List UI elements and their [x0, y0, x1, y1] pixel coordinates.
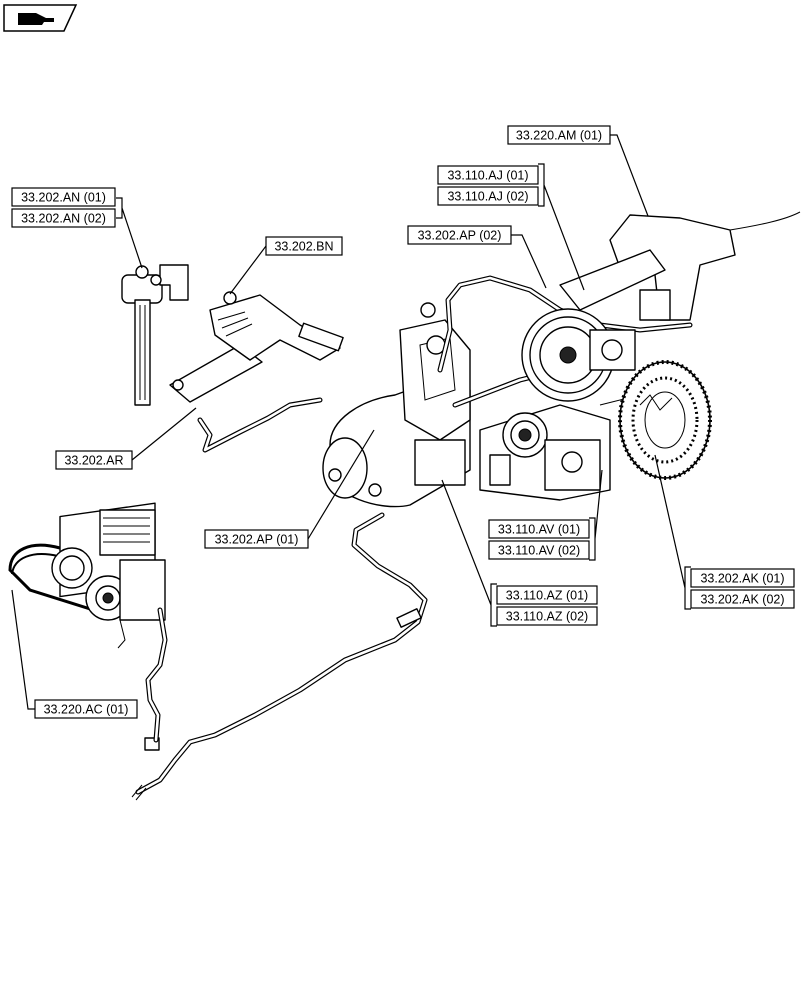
- callout-33-202-an-02[interactable]: 33.202.AN (02): [11, 208, 116, 228]
- svg-text:33.110.AJ (02): 33.110.AJ (02): [447, 190, 528, 204]
- svg-text:33.202.AP (02): 33.202.AP (02): [418, 229, 502, 243]
- leader-33-110-az: [441, 479, 497, 627]
- svg-text:33.220.AC (01): 33.220.AC (01): [44, 703, 129, 717]
- pointing-hand-icon[interactable]: [3, 4, 78, 32]
- callout-33-220-ac-01[interactable]: 33.220.AC (01): [34, 699, 138, 719]
- brake-disc: [618, 360, 712, 480]
- svg-text:33.202.AR: 33.202.AR: [64, 454, 123, 468]
- callout-33-220-am-01[interactable]: 33.220.AM (01): [507, 125, 611, 145]
- rear-brake-drum: [521, 308, 636, 402]
- callout-33-110-aj-01[interactable]: 33.110.AJ (01): [437, 165, 539, 185]
- svg-text:33.202.BN: 33.202.BN: [274, 240, 333, 254]
- leader-33-202-ap-01: [307, 429, 375, 540]
- callout-33-202-ak-01[interactable]: 33.202.AK (01): [690, 568, 795, 588]
- air-compressor: [8, 502, 168, 743]
- brake-valve-assembly: [121, 264, 189, 406]
- svg-text:33.202.AN (02): 33.202.AN (02): [21, 212, 106, 226]
- callout-33-110-av-02[interactable]: 33.110.AV (02): [488, 540, 590, 560]
- leader-33-220-am: [610, 134, 649, 217]
- rear-mounting-bracket: [559, 214, 736, 321]
- svg-text:33.110.AZ (01): 33.110.AZ (01): [506, 589, 588, 603]
- svg-text:33.110.AV (02): 33.110.AV (02): [498, 544, 580, 558]
- callout-33-110-az-02[interactable]: 33.110.AZ (02): [496, 606, 598, 626]
- callout-33-110-az-01[interactable]: 33.110.AZ (01): [496, 585, 598, 605]
- callout-33-110-av-01[interactable]: 33.110.AV (01): [488, 519, 590, 539]
- leader-33-110-av: [589, 469, 603, 561]
- leader-33-202-an: [116, 197, 143, 269]
- leader-33-110-aj: [538, 163, 585, 291]
- leader-33-202-ap-02: [511, 234, 547, 289]
- svg-text:33.110.AZ (02): 33.110.AZ (02): [506, 610, 588, 624]
- leader-33-202-bn: [229, 245, 267, 295]
- svg-text:33.220.AM (01): 33.220.AM (01): [516, 129, 602, 143]
- callout-33-202-bn[interactable]: 33.202.BN: [265, 236, 343, 256]
- svg-text:33.202.AN (01): 33.202.AN (01): [21, 191, 106, 205]
- svg-text:33.202.AP (01): 33.202.AP (01): [215, 533, 299, 547]
- brake-pedal-linkage: [169, 291, 344, 453]
- leader-33-220-ac: [11, 589, 35, 710]
- callout-33-202-an-01[interactable]: 33.202.AN (01): [11, 187, 116, 207]
- callout-33-202-ap-02[interactable]: 33.202.AP (02): [407, 225, 512, 245]
- callout-33-110-aj-02[interactable]: 33.110.AJ (02): [437, 186, 539, 206]
- svg-text:33.202.AK (02): 33.202.AK (02): [700, 593, 784, 607]
- svg-text:33.202.AK (01): 33.202.AK (01): [700, 572, 784, 586]
- callout-33-202-ak-02[interactable]: 33.202.AK (02): [690, 589, 795, 609]
- svg-text:33.110.AJ (01): 33.110.AJ (01): [447, 169, 528, 183]
- leader-33-202-ak: [654, 454, 691, 610]
- svg-text:33.110.AV (01): 33.110.AV (01): [498, 523, 580, 537]
- air-line-hose: [131, 512, 428, 801]
- air-reservoir-tank: [322, 302, 471, 508]
- callout-33-202-ap-01[interactable]: 33.202.AP (01): [204, 529, 309, 549]
- leader-33-202-ar: [131, 407, 197, 461]
- axle-valve-assembly: [479, 394, 661, 501]
- callout-33-202-ar[interactable]: 33.202.AR: [55, 450, 133, 470]
